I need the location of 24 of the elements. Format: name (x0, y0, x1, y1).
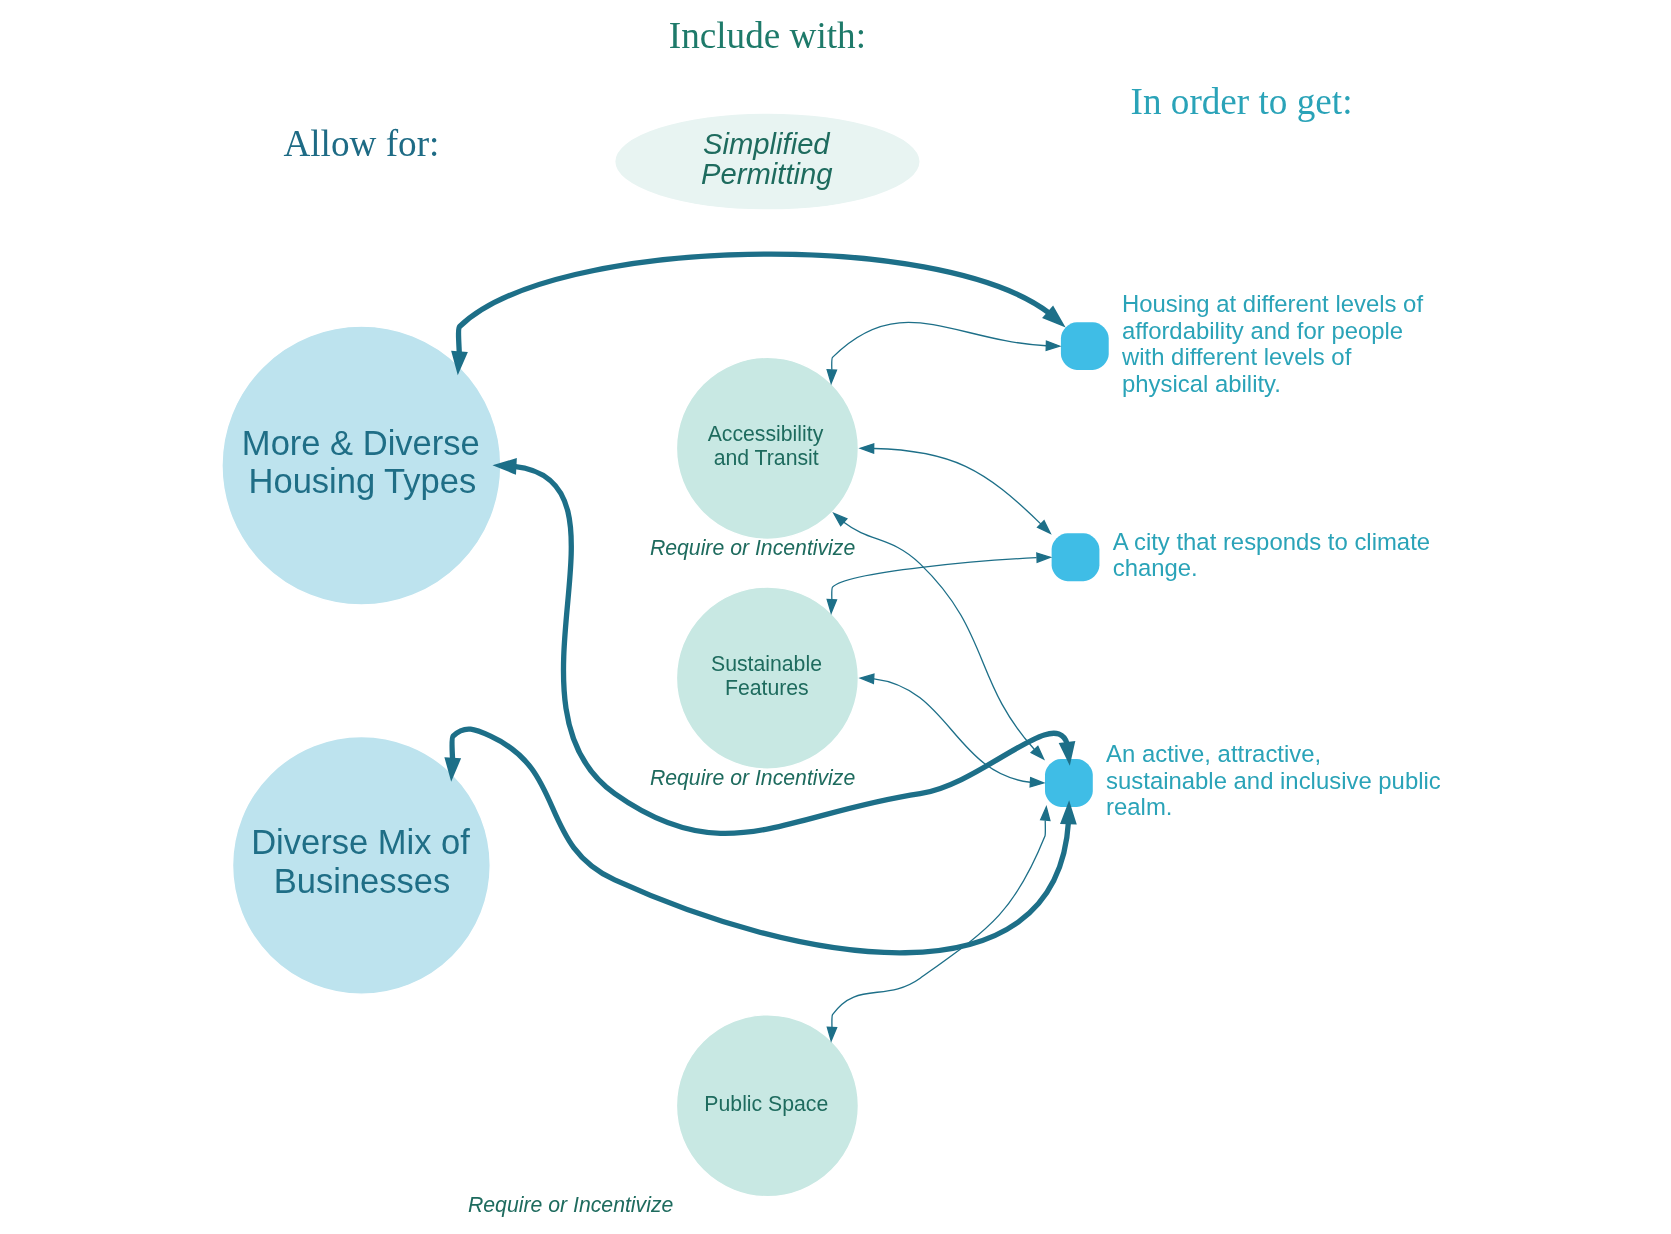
arrow (858, 673, 1046, 788)
arrow (826, 552, 1053, 616)
node-circle: Diverse Mix of Businesses (231, 735, 491, 995)
label: In order to get: (1130, 80, 1353, 122)
label: Include with: (668, 15, 867, 57)
arrow (826, 804, 1051, 1043)
node-circle: More & Diverse Housing Types (221, 325, 502, 606)
node-label: Housing at different levels of affordability and for people with different levels of physical ability. (1122, 290, 1424, 397)
node-label: A city that responds to climate change. (1112, 527, 1431, 582)
arrow (451, 251, 1066, 376)
label: Allow for: (283, 123, 440, 165)
arrow (444, 726, 1077, 956)
arrow (492, 458, 1076, 836)
arrow (826, 321, 1062, 386)
node-circle (1045, 759, 1093, 807)
arrow (832, 512, 1046, 761)
node-circle (1060, 322, 1109, 370)
node-label: An active, attractive, sustainable and inclusive public realm. (1106, 740, 1441, 821)
node-circle: Public Space (675, 1014, 860, 1198)
node-label: Require or Incentivize (467, 1193, 674, 1218)
node-circle (1051, 533, 1100, 582)
node-circle: Sustainable Features (675, 586, 860, 770)
arrow (858, 442, 1052, 535)
node-circle: Accessibility and Transit (675, 356, 860, 540)
